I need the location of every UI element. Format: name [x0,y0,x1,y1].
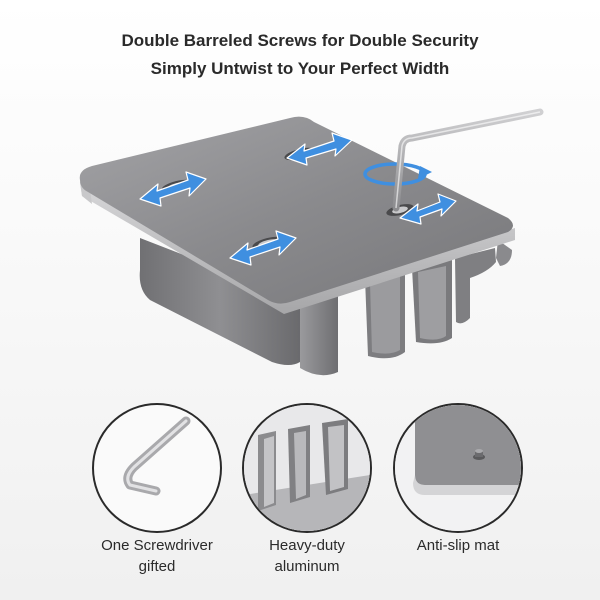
anti-slip-mat-icon [393,403,523,533]
feature-aluminum-label-line-2: aluminum [274,558,340,575]
feature-screwdriver-label-line-1: One Screwdriver [101,537,213,554]
feature-anti-slip-label-line-1: Anti-slip mat [416,537,500,554]
headline-line-1: Double Barreled Screws for Double Securi… [121,31,479,50]
feature-aluminum-label: Heavy-duty aluminum [222,535,392,577]
laptop-stand-photo [79,108,544,376]
headline: Double Barreled Screws for Double Securi… [0,27,600,83]
feature-screwdriver-label: One Screwdriver gifted [72,535,242,577]
feature-anti-slip: Anti-slip mat [393,403,523,600]
hex-key-icon [92,403,222,533]
feature-aluminum: Heavy-duty aluminum [242,403,372,600]
feature-screwdriver-label-line-2: gifted [138,558,176,575]
feature-aluminum-label-line-1: Heavy-duty [269,537,345,554]
feature-anti-slip-label: Anti-slip mat [373,535,543,556]
feature-screwdriver: One Screwdriver gifted [92,403,222,600]
headline-line-2: Simply Untwist to Your Perfect Width [150,59,450,78]
aluminum-slots-icon [242,403,372,533]
